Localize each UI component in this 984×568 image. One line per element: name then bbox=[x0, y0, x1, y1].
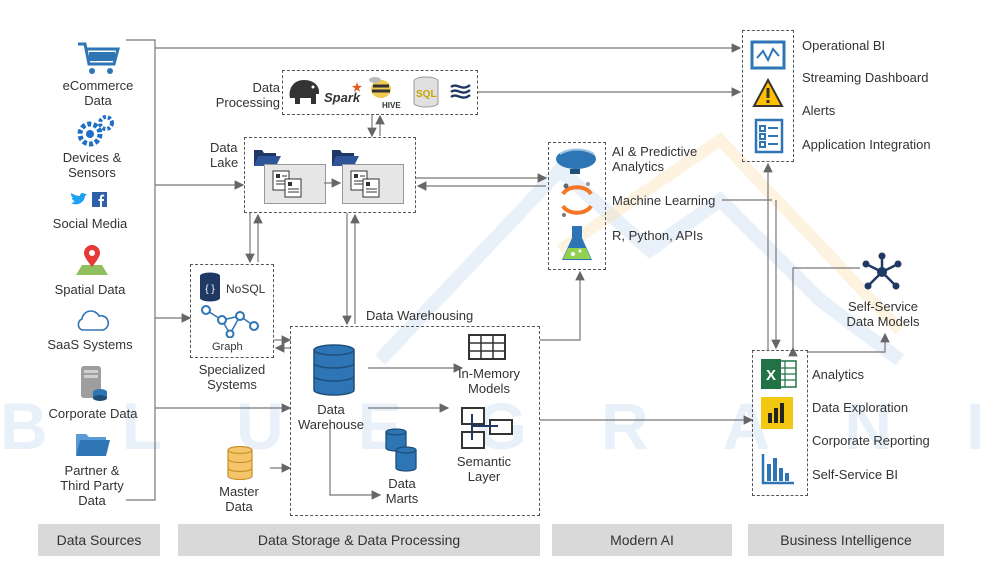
footer-modern-ai: Modern AI bbox=[552, 524, 732, 556]
table-grid-icon bbox=[468, 334, 506, 360]
folder-open-icon bbox=[332, 150, 359, 166]
facebook-icon bbox=[92, 192, 107, 207]
source-saas-label: SaaS Systems bbox=[47, 337, 133, 352]
data-processing-label: Data Processing bbox=[215, 80, 280, 110]
source-spatial-label: Spatial Data bbox=[54, 282, 126, 297]
folders-icon bbox=[76, 434, 110, 456]
nosql-database-icon: { } bbox=[200, 272, 220, 302]
hive-label: HIVE bbox=[382, 101, 401, 110]
footer-data-storage: Data Storage & Data Processing bbox=[178, 524, 540, 556]
graph-label: Graph bbox=[212, 341, 243, 353]
ai-ml-label: Machine Learning bbox=[612, 193, 716, 208]
source-devices-label: Devices & Sensors bbox=[62, 150, 122, 180]
data-processing-box bbox=[282, 70, 478, 115]
jupyter-icon bbox=[561, 182, 593, 217]
self-service-models-label: Self-Service Data Models bbox=[846, 299, 920, 329]
hub-network-icon bbox=[862, 252, 902, 290]
spark-label: Spark bbox=[324, 90, 361, 105]
data-exploration-label: Data Exploration bbox=[812, 400, 909, 415]
master-data-icon bbox=[227, 446, 253, 480]
application-integration-label: Application Integration bbox=[802, 137, 931, 152]
data-lake-box bbox=[244, 137, 416, 213]
shopping-cart-icon bbox=[78, 42, 120, 74]
svg-text:{ }: { } bbox=[205, 284, 215, 295]
data-marts-icon bbox=[385, 428, 417, 472]
operational-bi-box bbox=[742, 30, 794, 162]
master-data-label: Master Data bbox=[219, 484, 259, 514]
semantic-layer-label: Semantic Layer bbox=[456, 454, 512, 484]
sql-database-icon bbox=[413, 76, 439, 108]
sql-label: SQL bbox=[416, 89, 437, 100]
operational-bi-label: Operational BI bbox=[802, 38, 886, 53]
source-corporate-label: Corporate Data bbox=[48, 406, 138, 421]
specialized-systems-box bbox=[190, 264, 274, 358]
map-pin-icon bbox=[76, 245, 108, 275]
checklist-icon bbox=[754, 118, 784, 154]
data-warehousing-heading: Data Warehousing bbox=[366, 308, 474, 323]
bar-chart-icon bbox=[761, 454, 794, 485]
data-warehousing-box bbox=[290, 326, 540, 516]
business-intelligence-box bbox=[752, 350, 808, 496]
data-marts-label: Data Marts bbox=[385, 476, 419, 506]
folder-open-icon bbox=[254, 150, 281, 166]
footer-business-intelligence: Business Intelligence bbox=[748, 524, 944, 556]
streaming-dashboard-label: Streaming Dashboard bbox=[802, 70, 929, 85]
document-icon bbox=[272, 170, 302, 198]
ai-r-python-label: R, Python, APIs bbox=[612, 228, 704, 243]
elephant-icon bbox=[289, 80, 320, 104]
nosql-label: NoSQL bbox=[226, 282, 266, 296]
self-service-bi-label: Self-Service BI bbox=[812, 467, 898, 482]
monitor-chart-icon bbox=[750, 40, 786, 70]
cloud-icon bbox=[77, 310, 110, 331]
warning-icon bbox=[752, 78, 784, 107]
data-warehouse-label: Data Warehouse bbox=[298, 402, 364, 432]
stream-icon bbox=[450, 84, 471, 99]
specialized-systems-label: Specialized Systems bbox=[198, 362, 266, 392]
footer-data-sources: Data Sources bbox=[38, 524, 160, 556]
modern-ai-box bbox=[548, 142, 606, 270]
server-icon bbox=[81, 366, 107, 401]
document-icon bbox=[350, 170, 380, 198]
gears-icon bbox=[77, 115, 114, 147]
twitter-icon bbox=[71, 192, 87, 205]
database-stack-icon bbox=[313, 344, 355, 396]
hive-bee-icon bbox=[369, 77, 391, 98]
ai-predictive-label: AI & Predictive Analytics bbox=[612, 144, 698, 174]
svg-text:X: X bbox=[766, 367, 776, 384]
graph-network-icon bbox=[201, 305, 259, 338]
in-memory-models-label: In-Memory Models bbox=[457, 366, 521, 396]
semantic-layer-icon bbox=[461, 407, 513, 449]
source-social-label: Social Media bbox=[52, 216, 128, 231]
source-ecommerce-label: eCommerce Data bbox=[62, 78, 134, 108]
analytics-label: Analytics bbox=[812, 367, 865, 382]
corporate-reporting-label: Corporate Reporting bbox=[812, 433, 930, 448]
data-lake-label: Data Lake bbox=[210, 140, 239, 170]
blimp-icon bbox=[556, 148, 596, 174]
source-partner-label: Partner & Third Party Data bbox=[60, 463, 124, 508]
excel-icon: X bbox=[761, 359, 797, 389]
power-bi-icon bbox=[761, 397, 793, 429]
alerts-label: Alerts bbox=[802, 103, 836, 118]
flask-icon bbox=[562, 226, 592, 260]
spark-star-icon bbox=[352, 82, 362, 92]
